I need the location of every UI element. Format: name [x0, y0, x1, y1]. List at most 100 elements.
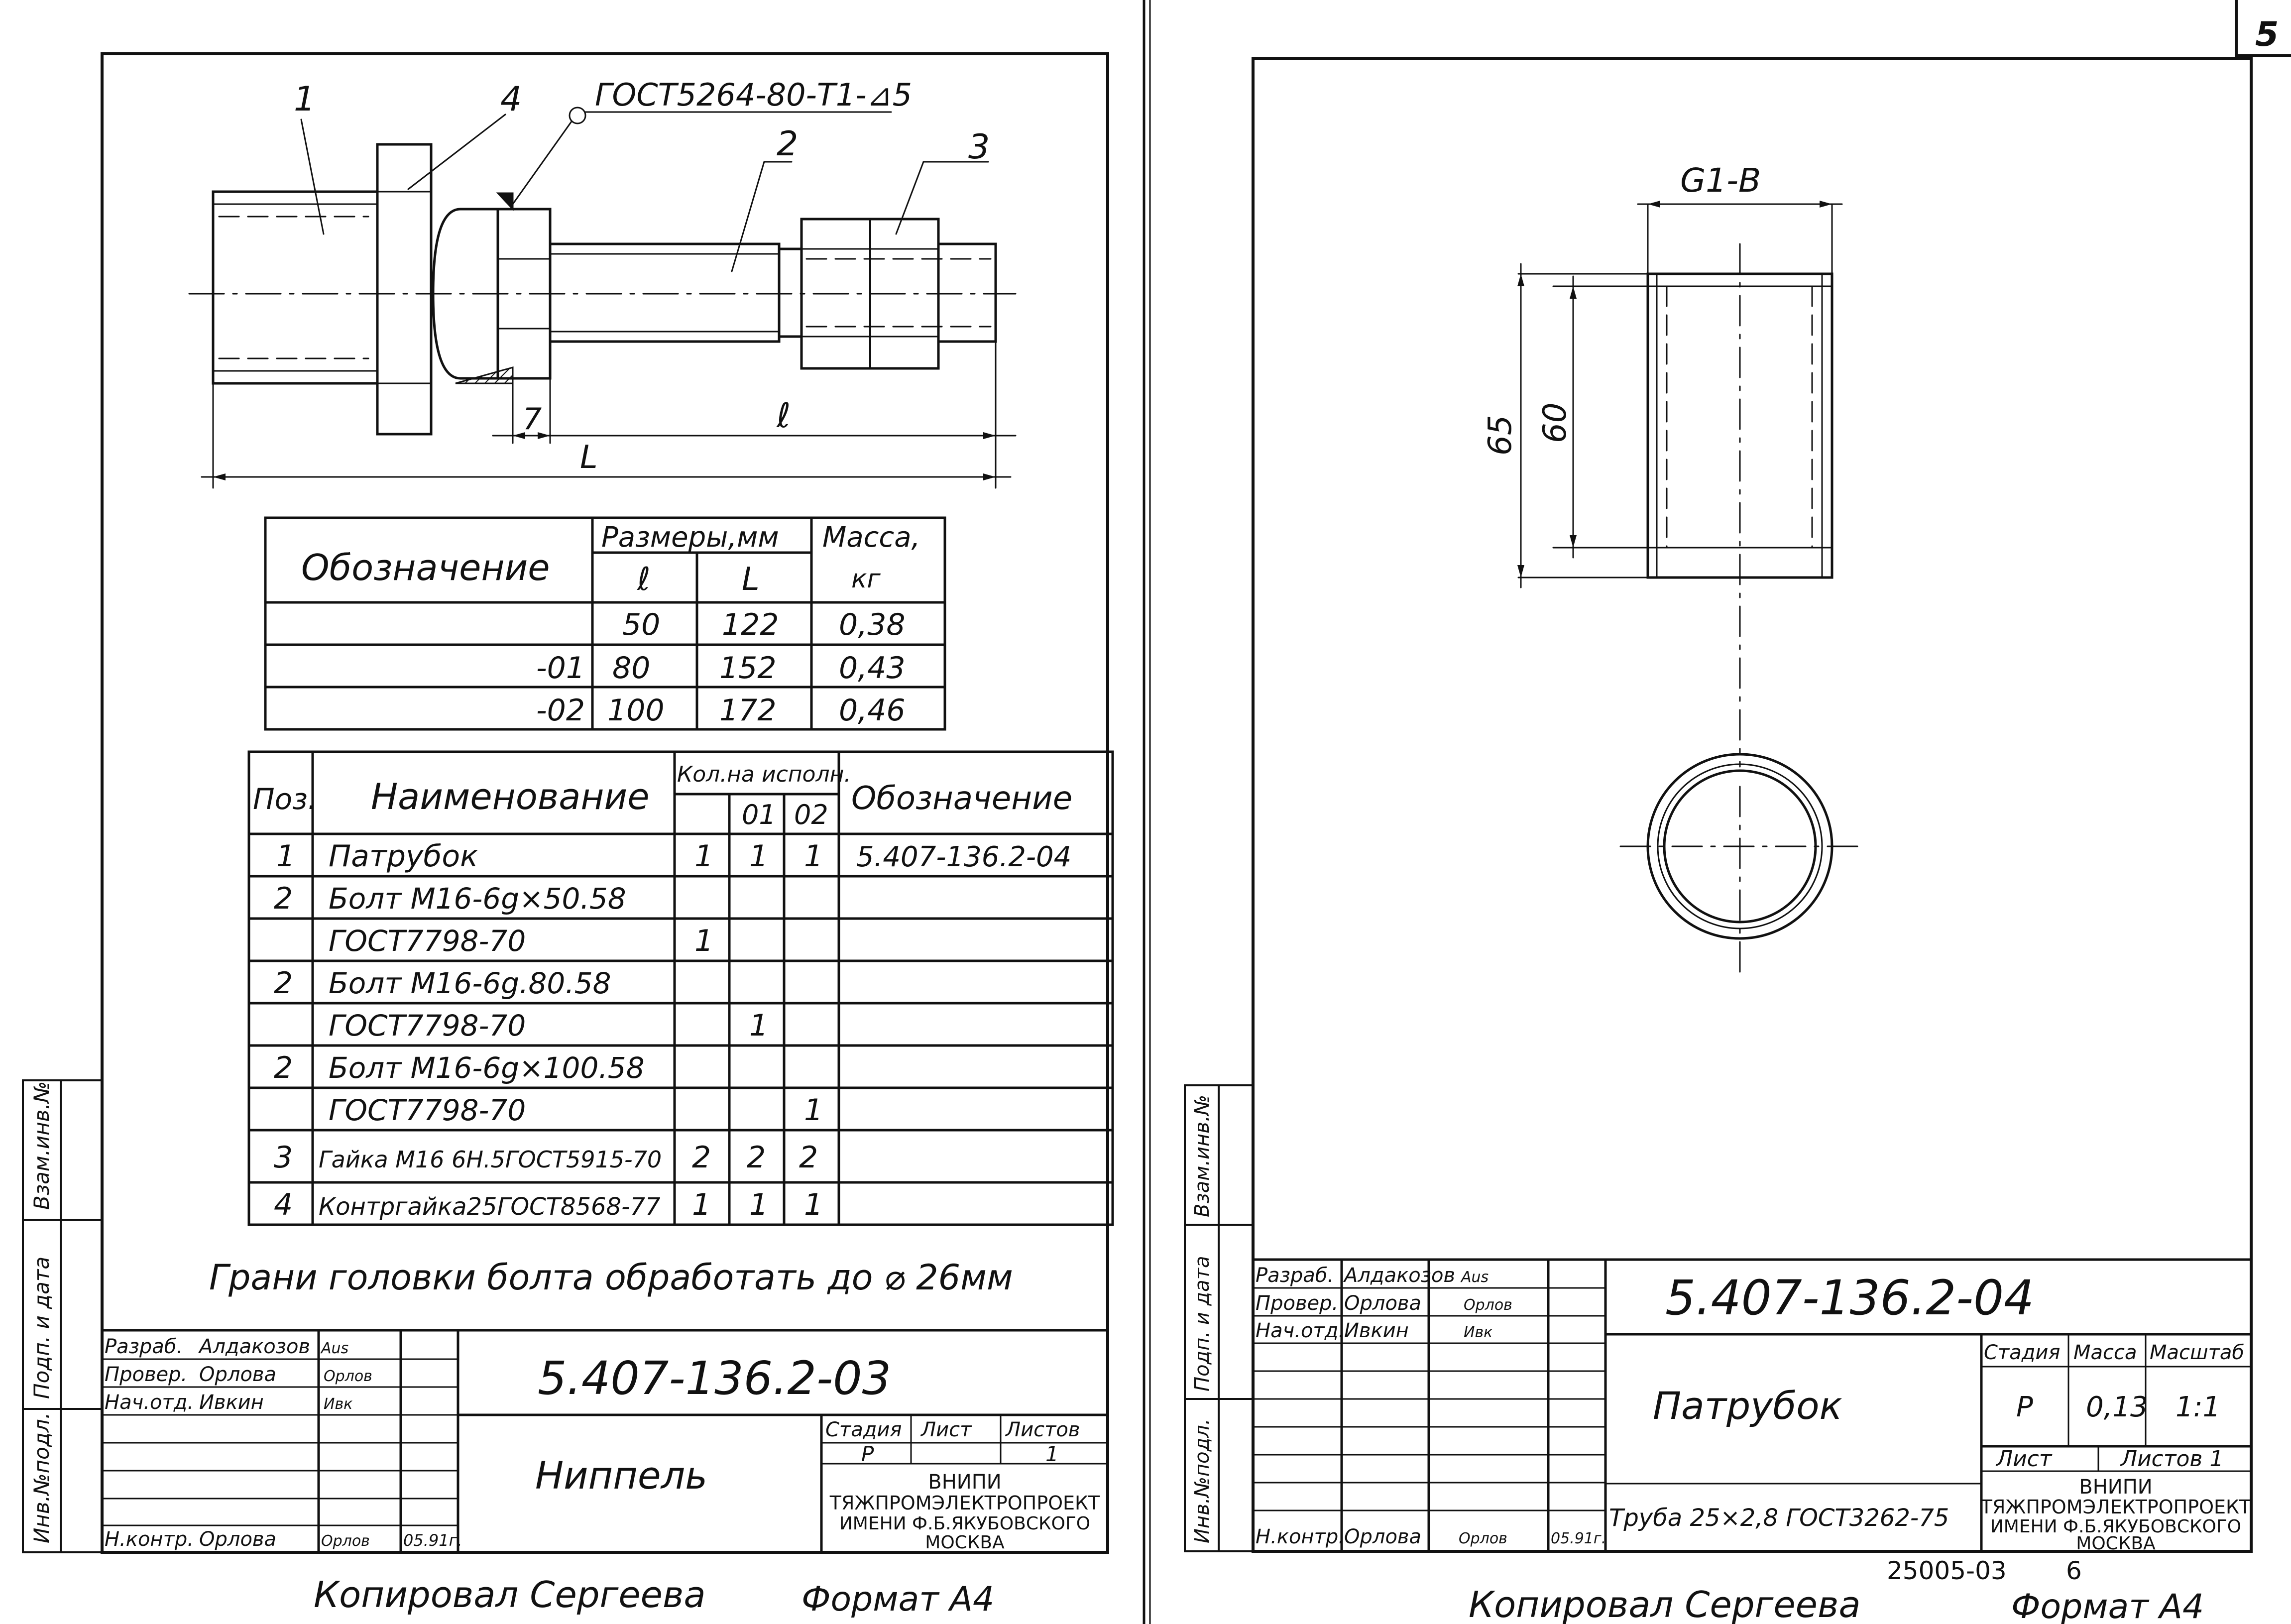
right-doc-number: 25005-03 6 [1887, 1556, 2082, 1585]
parts-row-7-q0: 2 [692, 1140, 711, 1175]
left-copied: Копировал Сергеева [314, 1574, 706, 1616]
right-org-3: МОСКВА [2076, 1533, 2156, 1554]
right-sign-1: Орлов [1464, 1296, 1512, 1314]
right-person-2: Ивкин [1344, 1319, 1409, 1342]
right-org-2: ИМЕНИ Ф.Б.ЯКУБОВСКОГО [1990, 1516, 2241, 1537]
left-sheet-frame [101, 52, 1109, 1554]
left-part-name: Ниппель [535, 1453, 707, 1498]
size-h-l: ℓ [637, 561, 650, 598]
left-org-block: ВНИПИ ТЯЖПРОМЭЛЕКТРОПРОЕКТ ИМЕНИ Ф.Б.ЯКУ… [829, 1471, 1100, 1553]
right-org-1: ТЯЖПРОМЭЛЕКТРОПРОЕКТ [1980, 1496, 2251, 1518]
callout-4: 4 [500, 80, 522, 119]
size-row-2-L: 172 [719, 693, 777, 728]
size-row-1-des: -01 [536, 651, 585, 686]
callout-3: 3 [968, 127, 990, 167]
right-material: Труба 25×2,8 ГОСТ3262-75 [1609, 1504, 1949, 1532]
left-org-1: ТЯЖПРОМЭЛЕКТРОПРОЕКТ [829, 1492, 1100, 1514]
right-side-label-sign-date: Подп. и дата [1191, 1256, 1214, 1392]
right-sign-0: Aus [1460, 1269, 1489, 1286]
right-scale: 1:1 [2176, 1391, 2220, 1423]
parts-row-6-q2: 1 [804, 1093, 823, 1128]
parts-row-4-name: ГОСТ7798-70 [329, 1009, 526, 1043]
left-sheets-h: Листов [1005, 1418, 1080, 1441]
size-h-mass-unit: кг [851, 564, 881, 594]
left-org-2: ИМЕНИ Ф.Б.ЯКУБОВСКОГО [839, 1513, 1090, 1534]
bolt-note: Грани головки болта обработать до ⌀ 26мм [209, 1257, 1013, 1298]
size-row-2-des: -02 [536, 693, 585, 728]
parts-row-0-q1: 1 [749, 839, 768, 874]
parts-row-4-q1: 1 [749, 1008, 768, 1043]
doc-number: 25005-03 [1887, 1556, 2007, 1585]
page-number-box [2235, 0, 2291, 57]
right-stage: Р [2016, 1391, 2033, 1423]
right-role-2: Нач.отд. [1256, 1319, 1345, 1342]
side-label-sign-date: Подп. и дата [29, 1257, 54, 1399]
size-row-0-L: 122 [722, 607, 779, 642]
right-side-label-inv: Инв.№подл. [1191, 1418, 1214, 1543]
parts-row-0-name: Патрубок [329, 839, 478, 874]
parts-row-2-name: ГОСТ7798-70 [329, 924, 526, 958]
left-person-1: Орлова [199, 1363, 276, 1386]
dim-65: 65 [1482, 415, 1519, 456]
right-sheet-text: 5 G1-B 65 60 Инв.№подл. Подп. и дата Вза… [1191, 15, 2279, 1548]
right-sign-3: Орлов [1459, 1530, 1507, 1547]
parts-row-8-q0: 1 [692, 1187, 711, 1222]
left-person-3: Орлова [199, 1528, 276, 1551]
size-h-sizes: Размеры,мм [601, 521, 779, 554]
right-footer: Копировал Сергеева Формат А4 [1469, 1584, 2204, 1624]
left-sheet-text: 1 4 2 3 ГОСТ5264-80-Т1-⊿5 7 ℓ L Обозначе… [29, 77, 1080, 1551]
page-number: 5 [2255, 15, 2279, 54]
parts-row-6-name: ГОСТ7798-70 [329, 1093, 526, 1127]
right-org-0: ВНИПИ [2079, 1476, 2152, 1499]
parts-row-7-pos: 3 [274, 1140, 293, 1175]
right-part-name: Патрубок [1653, 1384, 1842, 1428]
right-scale-h: Масштаб [2150, 1341, 2244, 1364]
right-designation: 5.407-136.2-04 [1665, 1270, 2034, 1326]
parts-h-pos: Поз. [253, 782, 317, 816]
left-role-0: Разраб. [105, 1335, 183, 1358]
side-label-replace: Взам.инв.№ [29, 1081, 54, 1210]
left-stage: Р [861, 1442, 874, 1466]
size-row-0-m: 0,38 [839, 607, 906, 642]
left-sign-1: Орлов [324, 1368, 372, 1385]
left-org-3: МОСКВА [925, 1532, 1005, 1553]
right-stage-h: Стадия [1984, 1341, 2060, 1364]
size-row-1-L: 152 [719, 651, 777, 686]
right-date-3: 05.91г. [1551, 1530, 1606, 1547]
right-sheet-h: Лист [1995, 1446, 2053, 1472]
parts-row-8-pos: 4 [274, 1187, 293, 1222]
right-side-strip [1184, 1084, 1254, 1552]
callout-1: 1 [294, 80, 315, 119]
right-sheets-h: Листов 1 [2120, 1446, 2223, 1472]
left-footer: Копировал Сергеева Формат А4 [314, 1574, 994, 1619]
parts-row-8-q1: 1 [749, 1187, 768, 1222]
right-format: Формат А4 [2011, 1587, 2204, 1624]
right-mass-h: Масса [2073, 1341, 2137, 1364]
parts-h-01: 01 [742, 799, 776, 830]
size-h-designation: Обозначение [301, 547, 550, 588]
left-title-block-grid [101, 1329, 1109, 1554]
parts-row-5-name: Болт М16-6g×100.58 [329, 1051, 645, 1085]
parts-row-2-q0: 1 [694, 924, 713, 958]
right-role-1: Провер. [1256, 1292, 1338, 1315]
parts-row-3-name: Болт М16-6g.80.58 [329, 966, 611, 1000]
right-person-1: Орлова [1344, 1292, 1421, 1315]
size-row-2-m: 0,46 [839, 693, 906, 728]
right-title-block-grid [1252, 1258, 2253, 1553]
right-copied: Копировал Сергеева [1469, 1584, 1861, 1624]
parts-row-0-des: 5.407-136.2-04 [856, 841, 1071, 873]
weld-note: ГОСТ5264-80-Т1-⊿5 [595, 77, 912, 113]
left-designation: 5.407-136.2-03 [538, 1352, 891, 1405]
parts-row-1-name: Болт М16-6g×50.58 [329, 882, 626, 916]
dim-7: 7 [523, 402, 542, 437]
size-h-mass: Масса, [822, 521, 920, 554]
right-side-label-replace: Взам.инв.№ [1191, 1095, 1214, 1217]
dim-l: ℓ [776, 396, 791, 436]
parts-row-5-pos: 2 [274, 1050, 293, 1085]
parts-row-0-pos: 1 [276, 839, 295, 874]
pipe-part-drawing [1517, 201, 1860, 977]
left-format: Формат А4 [802, 1580, 994, 1619]
left-sheet-h: Лист [920, 1418, 972, 1441]
parts-row-1-pos: 2 [274, 881, 293, 916]
left-person-2: Ивкин [199, 1391, 264, 1414]
